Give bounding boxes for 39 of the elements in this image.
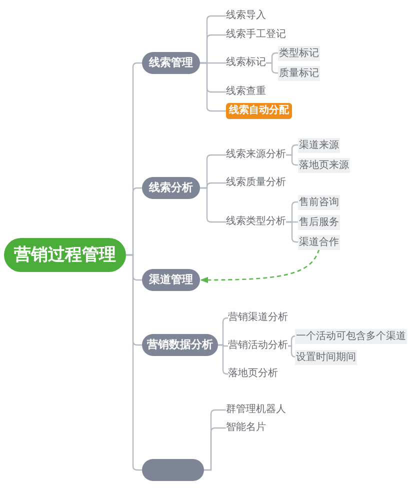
subtopic-text: 营销渠道分析 xyxy=(228,311,288,325)
connector-line xyxy=(266,62,278,74)
subtopic-tag: 设置时间期间 xyxy=(295,350,357,364)
subtopic-text: 群管理机器人 xyxy=(226,403,286,417)
connector-line xyxy=(204,427,226,471)
connector-line xyxy=(288,345,296,358)
connector-line xyxy=(286,154,298,166)
subtopic-tag: 售前咨询 xyxy=(298,194,340,210)
subtopic-text: 营销活动分析 xyxy=(228,339,288,353)
topic-box: 营销数据分析 xyxy=(142,334,218,356)
highlight-tag: 线索自动分配 xyxy=(226,103,292,119)
subtopic-tag: 一个活动可包含多个渠道 xyxy=(295,328,407,344)
topic-box: 线索管理 xyxy=(142,52,200,74)
topic-box: 线索分析 xyxy=(142,177,200,199)
subtopic-text: 线索来源分析 xyxy=(226,148,286,162)
connector-line xyxy=(126,254,142,471)
subtopic-tag: 类型标记 xyxy=(278,46,320,60)
subtopic-text: 线索导入 xyxy=(226,9,266,23)
subtopic-text: 线索标记 xyxy=(226,56,266,70)
connector-line xyxy=(200,187,226,223)
subtopic-text: 线索质量分析 xyxy=(226,176,286,190)
topic-box xyxy=(142,459,204,481)
connector-line xyxy=(286,221,298,243)
connector-line xyxy=(288,335,296,347)
subtopic-text: 落地页分析 xyxy=(228,367,278,381)
subtopic-tag: 渠道来源 xyxy=(298,138,340,152)
subtopic-text: 智能名片 xyxy=(226,421,266,435)
subtopic-text: 线索查重 xyxy=(226,85,266,99)
connector-line xyxy=(200,62,226,112)
subtopic-tag: 渠道合作 xyxy=(298,234,340,250)
subtopic-text: 线索类型分析 xyxy=(226,215,286,229)
subtopic-text: 线索手工登记 xyxy=(226,28,286,42)
topic-box: 渠道管理 xyxy=(142,269,200,291)
subtopic-tag: 售后服务 xyxy=(298,214,340,230)
connector-line xyxy=(218,344,228,375)
dashed-arrow xyxy=(200,249,320,284)
root-topic: 营销过程管理 xyxy=(4,238,126,272)
subtopic-tag: 质量标记 xyxy=(278,66,320,80)
subtopic-tag: 落地页来源 xyxy=(298,158,350,172)
